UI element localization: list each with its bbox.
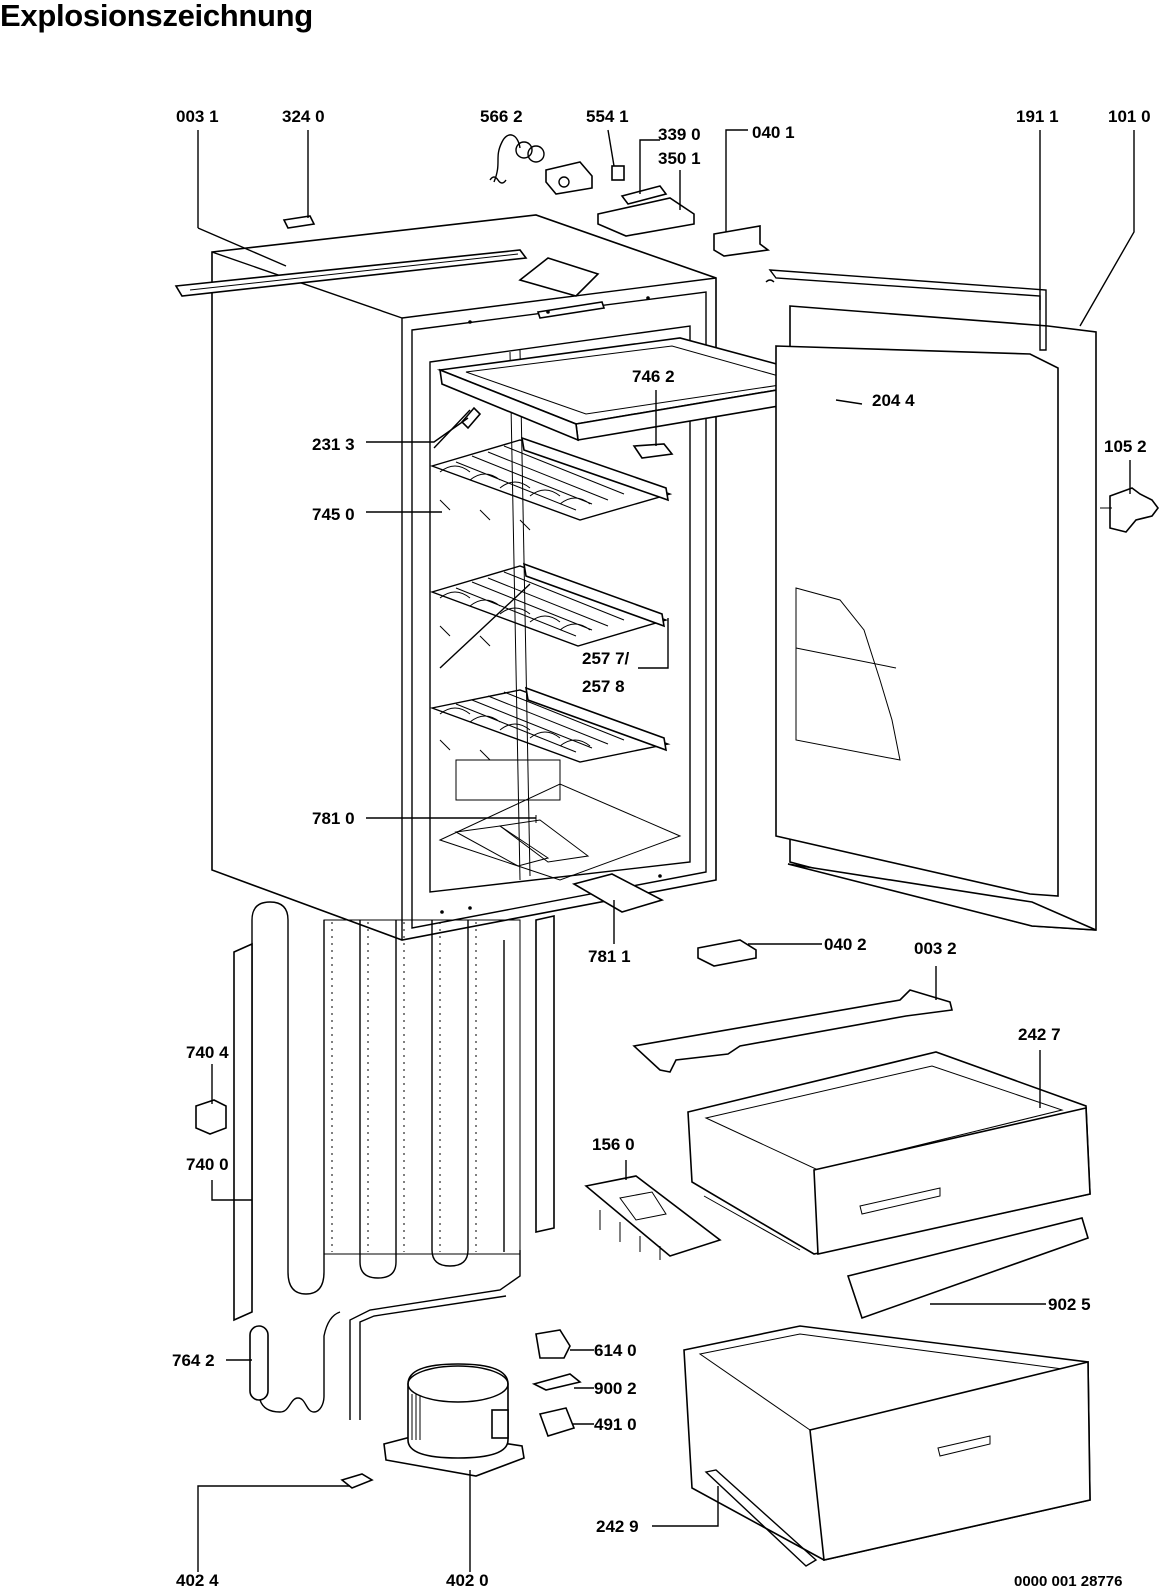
clip-part bbox=[282, 215, 316, 229]
label-257-8: 257 8 bbox=[582, 677, 625, 696]
top-rail-part bbox=[174, 249, 528, 297]
label-339-0: 339 0 bbox=[658, 125, 701, 144]
label-781-1: 781 1 bbox=[588, 947, 631, 966]
label-242-9: 242 9 bbox=[596, 1517, 639, 1536]
cabinet-body bbox=[211, 214, 717, 941]
label-003-2: 003 2 bbox=[914, 939, 957, 958]
label-350-1: 350 1 bbox=[658, 149, 701, 168]
label-402-0: 402 0 bbox=[446, 1571, 489, 1590]
door-assembly bbox=[765, 269, 1097, 931]
wire-shelves-part bbox=[429, 409, 673, 801]
lamp-holder-part bbox=[460, 406, 482, 430]
page-title: Explosionszeichnung bbox=[0, 0, 313, 33]
angle-bracket-lower-part bbox=[697, 939, 757, 967]
ice-tray-part bbox=[584, 1175, 722, 1260]
label-040-1: 040 1 bbox=[752, 123, 795, 142]
label-402-4: 402 4 bbox=[176, 1571, 219, 1590]
plinth-bar-part bbox=[632, 989, 953, 1073]
label-156-0: 156 0 bbox=[592, 1135, 635, 1154]
part-labels: 003 1 324 0 566 2 554 1 339 0 350 1 040 … bbox=[172, 107, 1151, 1590]
label-902-5: 902 5 bbox=[1048, 1295, 1091, 1314]
hinge-part bbox=[1100, 487, 1159, 533]
label-231-3: 231 3 bbox=[312, 435, 355, 454]
shelf-support-part bbox=[632, 443, 674, 459]
label-242-7: 242 7 bbox=[1018, 1025, 1061, 1044]
thermostat-group bbox=[489, 134, 695, 237]
label-745-0: 745 0 bbox=[312, 505, 355, 524]
label-101-0: 101 0 bbox=[1108, 107, 1151, 126]
label-614-0: 614 0 bbox=[594, 1341, 637, 1360]
document-number: 0000 001 28776 bbox=[1014, 1573, 1122, 1590]
label-491-0: 491 0 bbox=[594, 1415, 637, 1434]
label-191-1: 191 1 bbox=[1016, 107, 1059, 126]
leader-lines bbox=[197, 129, 1135, 1572]
rubber-block-part bbox=[195, 1099, 227, 1135]
label-204-4: 204 4 bbox=[872, 391, 915, 410]
label-764-2: 764 2 bbox=[172, 1351, 215, 1370]
label-003-1: 003 1 bbox=[176, 107, 219, 126]
compressor-part bbox=[349, 1250, 525, 1477]
relay-parts bbox=[531, 1329, 582, 1437]
label-554-1: 554 1 bbox=[586, 107, 629, 126]
lower-drawer-part bbox=[683, 1325, 1091, 1567]
filter-dryer-part bbox=[249, 1311, 341, 1413]
label-040-2: 040 2 bbox=[824, 935, 867, 954]
label-740-4: 740 4 bbox=[186, 1043, 229, 1062]
condenser-part bbox=[233, 901, 555, 1322]
slide-part bbox=[571, 873, 665, 913]
label-324-0: 324 0 bbox=[282, 107, 325, 126]
label-105-2: 105 2 bbox=[1104, 437, 1147, 456]
label-566-2: 566 2 bbox=[480, 107, 523, 126]
upper-drawer-part bbox=[687, 1051, 1091, 1255]
glass-shelf-part bbox=[436, 337, 839, 442]
angle-bracket-upper-part bbox=[713, 225, 771, 257]
label-746-2: 746 2 bbox=[632, 367, 675, 386]
label-257-7: 257 7/ bbox=[582, 649, 630, 668]
flap-part bbox=[846, 1217, 1089, 1320]
label-781-0: 781 0 bbox=[312, 809, 355, 828]
label-740-0: 740 0 bbox=[186, 1155, 229, 1174]
label-900-2: 900 2 bbox=[594, 1379, 637, 1398]
